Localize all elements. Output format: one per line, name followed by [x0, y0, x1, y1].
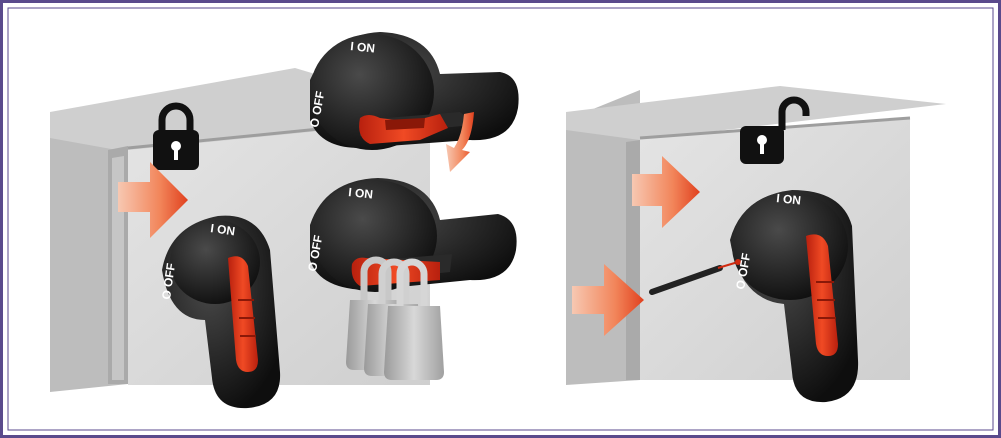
unlocked-padlock-icon [740, 96, 810, 164]
on-label-middle: I ON [348, 185, 374, 202]
push-arrow-icon [572, 264, 644, 336]
off-label-top: O OFF [307, 90, 327, 129]
on-label-right: I ON [776, 191, 802, 208]
handle-off-left: I ON O OFF [159, 215, 281, 409]
release-tool-rod [649, 261, 739, 295]
off-label-middle: O OFF [305, 234, 325, 273]
padlock-group [346, 256, 444, 380]
rotate-arrow-icon [446, 112, 474, 172]
off-label-left: O OFF [159, 262, 178, 300]
locked-padlock-icon [153, 102, 199, 170]
handle-off-right: I ON O OFF [730, 190, 859, 403]
on-label-top: I ON [350, 39, 376, 56]
on-label-left: I ON [210, 221, 236, 238]
insert-arrow-icon [118, 162, 188, 238]
off-label-right: O OFF [733, 252, 753, 291]
insert-arrow-icon-right [632, 156, 700, 228]
padlock-3 [384, 258, 444, 380]
inner-frame [7, 7, 994, 431]
